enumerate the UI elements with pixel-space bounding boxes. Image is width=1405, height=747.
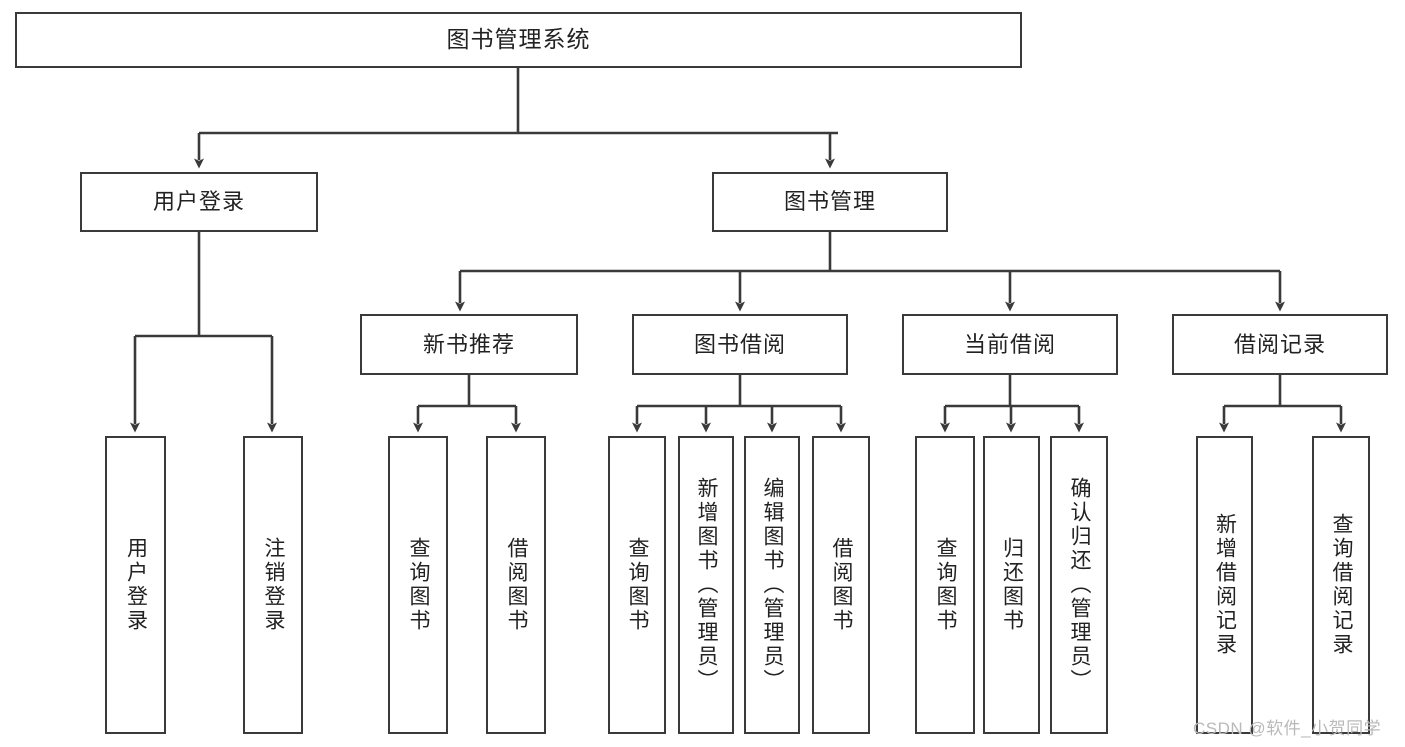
- node-leaf-11[interactable]: 新增借阅记录: [1196, 436, 1253, 734]
- node-level2-1-label: 图书借阅: [693, 331, 786, 357]
- node-level2-3-label: 借阅记录: [1233, 331, 1326, 357]
- node-root-label: 图书管理系统: [446, 26, 591, 53]
- node-leaf-2[interactable]: 查询图书: [388, 436, 448, 734]
- node-leaf-9-label: 归还图书: [1000, 537, 1024, 633]
- node-leaf-6-label: 编辑图书（管理员）: [761, 477, 785, 693]
- node-level2-1[interactable]: 图书借阅: [632, 314, 848, 375]
- node-leaf-8[interactable]: 查询图书: [915, 436, 975, 734]
- node-leaf-1-label: 注销登录: [262, 537, 286, 633]
- node-level2-2-label: 当前借阅: [963, 331, 1056, 357]
- node-level2-0-label: 新书推荐: [422, 331, 515, 357]
- node-leaf-10-label: 确认归还（管理员）: [1068, 477, 1092, 693]
- node-level1-1-label: 图书管理: [783, 189, 876, 215]
- node-leaf-1[interactable]: 注销登录: [243, 436, 303, 734]
- node-leaf-7-label: 借阅图书: [830, 537, 854, 633]
- node-leaf-12-label: 查询借阅记录: [1330, 513, 1354, 657]
- node-level2-0[interactable]: 新书推荐: [360, 314, 578, 375]
- node-level2-3[interactable]: 借阅记录: [1172, 314, 1388, 375]
- node-leaf-0-label: 用户登录: [124, 537, 148, 633]
- node-leaf-3[interactable]: 借阅图书: [486, 436, 546, 734]
- node-leaf-4-label: 查询图书: [626, 537, 650, 633]
- node-leaf-7[interactable]: 借阅图书: [812, 436, 870, 734]
- node-leaf-4[interactable]: 查询图书: [608, 436, 666, 734]
- csdn-watermark: CSDN @软件_小贺同学: [1193, 719, 1382, 738]
- node-leaf-9[interactable]: 归还图书: [983, 436, 1040, 734]
- node-leaf-12[interactable]: 查询借阅记录: [1312, 436, 1370, 734]
- node-leaf-5[interactable]: 新增图书（管理员）: [678, 436, 734, 734]
- node-leaf-8-label: 查询图书: [934, 537, 958, 633]
- node-level1-0-label: 用户登录: [152, 189, 245, 215]
- node-root[interactable]: 图书管理系统: [15, 12, 1022, 68]
- node-level1-1[interactable]: 图书管理: [712, 172, 948, 232]
- node-level1-0[interactable]: 用户登录: [80, 172, 318, 232]
- node-leaf-2-label: 查询图书: [407, 537, 431, 633]
- node-leaf-3-label: 借阅图书: [505, 537, 529, 633]
- node-leaf-0[interactable]: 用户登录: [105, 436, 166, 734]
- node-level2-2[interactable]: 当前借阅: [902, 314, 1118, 375]
- node-leaf-5-label: 新增图书（管理员）: [695, 477, 719, 693]
- node-leaf-6[interactable]: 编辑图书（管理员）: [744, 436, 800, 734]
- node-leaf-10[interactable]: 确认归还（管理员）: [1050, 436, 1108, 734]
- node-leaf-11-label: 新增借阅记录: [1213, 513, 1237, 657]
